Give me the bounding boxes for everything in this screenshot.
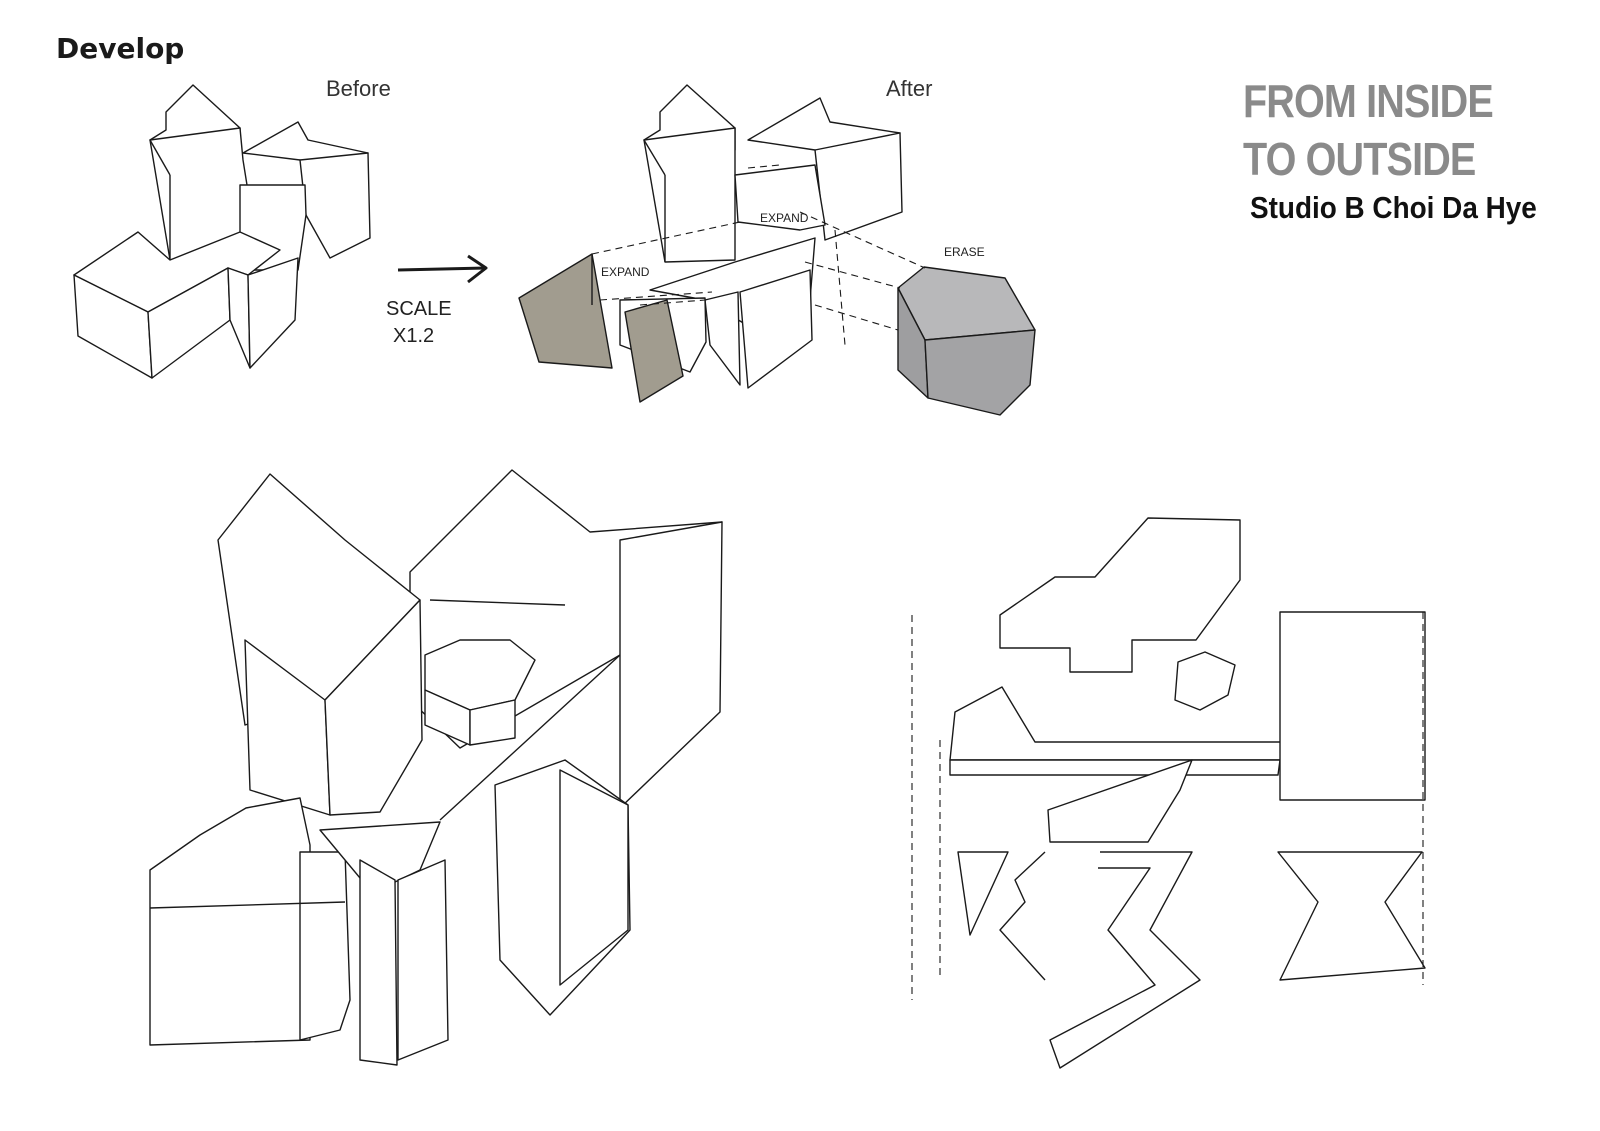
title-line-1: FROM INSIDE	[1243, 75, 1494, 127]
scale-label: SCALE	[386, 298, 452, 320]
sheet-heading: Develop	[56, 32, 185, 65]
after-massing	[619, 84, 903, 389]
guide-lines	[591, 164, 926, 346]
exploded-axonometric	[911, 517, 1426, 1069]
removed-panel-left	[518, 253, 613, 369]
expand-label-left: EXPAND	[601, 265, 650, 279]
scale-arrow	[397, 254, 488, 284]
after-label: After	[886, 76, 933, 101]
before-label: Before	[326, 76, 391, 101]
studio-credit: Studio B Choi Da Hye	[1250, 190, 1537, 225]
erase-label: ERASE	[944, 245, 985, 259]
expand-label-right: EXPAND	[760, 211, 809, 225]
before-massing	[73, 84, 371, 379]
axonometric-drawing	[149, 469, 723, 1066]
erased-volume	[897, 266, 1036, 416]
title-line-2: TO OUTSIDE	[1243, 133, 1476, 185]
scale-value: X1.2	[393, 325, 434, 347]
